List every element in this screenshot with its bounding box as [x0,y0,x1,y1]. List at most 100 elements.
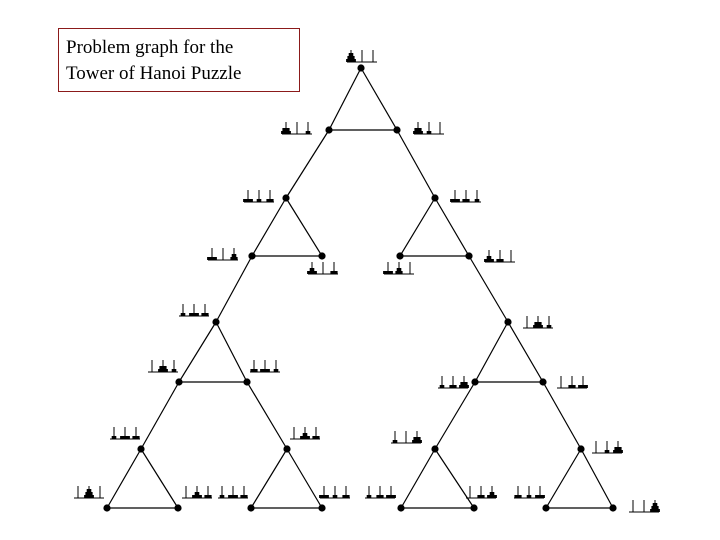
graph-node [577,445,585,453]
disk [330,271,338,274]
hanoi-state-icon [592,441,623,454]
graph-edge [106,448,142,509]
disk [460,382,468,385]
disk [514,495,522,498]
disk [396,268,402,271]
disk [346,59,356,62]
graph-node [542,504,550,512]
disk [484,259,494,262]
graph-node [504,318,512,326]
disk [366,495,372,498]
hanoi-state-icon [243,190,274,203]
graph-edge [542,381,582,450]
hanoi-state-icon [514,486,545,499]
disk [194,492,200,495]
graph-edge [250,448,288,509]
graph-nodes [103,64,617,512]
hanoi-state-icon [365,486,396,499]
graph-edge [215,255,253,323]
graph-node [431,194,439,202]
graph-node [325,126,333,134]
hanoi-state-icon [557,376,588,389]
disk [120,436,130,439]
graph-node [137,445,145,453]
hanoi-state-icon [484,250,515,263]
graph-edge [140,448,179,509]
graph-node [318,504,326,512]
graph-node [609,504,617,512]
disk [462,199,470,202]
hanoi-state-icon [438,376,469,389]
hanoi-state-icon [179,304,209,317]
disk [132,436,140,439]
disk [192,495,202,498]
disk [319,495,329,498]
disk [348,53,354,56]
hanoi-state-icon [218,486,248,499]
disk [392,440,398,443]
graph-edges [106,67,614,509]
graph-node [471,378,479,386]
disk [230,257,238,260]
graph-edge [468,255,509,323]
graph-edge [215,321,248,383]
hanoi-state-icon [523,316,553,329]
graph-node [357,64,365,72]
disk [307,271,317,274]
hanoi-state-icon [148,360,178,373]
graph-edge [507,321,544,383]
disk [613,450,623,453]
graph-edge [285,129,330,199]
disk [413,131,423,134]
hanoi-state-icon [110,427,140,440]
hanoi-state-icon [413,122,444,135]
title-box: Problem graph for the Tower of Hanoi Puz… [58,28,300,92]
graph-edge [178,321,217,383]
graph-node [397,504,405,512]
disk [487,495,497,498]
disk [228,495,238,498]
disk [281,131,291,134]
disk [240,495,248,498]
disk [568,385,576,388]
disk [652,503,658,506]
hanoi-state-icon [346,50,377,63]
graph-node [243,378,251,386]
graph-node [175,378,183,386]
disk [414,128,422,131]
disk [535,495,545,498]
disk [386,495,396,498]
hanoi-state-icon [629,500,660,513]
graph-node [465,252,473,260]
disk [84,495,94,498]
graph-edge [434,197,470,257]
disk [305,131,311,134]
hanoi-state-icon [466,486,497,499]
hanoi-state-icon [307,262,338,275]
hanoi-state-icon [290,427,320,440]
hanoi-state-icon [391,431,422,444]
disk [266,199,274,202]
disk [250,369,258,372]
graph-node [247,504,255,512]
hanoi-state-icon [207,248,238,261]
hanoi-state-icon [250,360,280,373]
disk [534,322,542,325]
hanoi-state-icon [74,486,104,499]
graph-edge [545,448,582,509]
disk [159,366,167,369]
graph-node [174,504,182,512]
disk [412,440,422,443]
graph-edge [251,197,287,257]
disk [342,495,350,498]
graph-edge [474,321,509,383]
disk [171,369,177,372]
disk [201,313,209,316]
disk [332,495,338,498]
disk [614,447,622,450]
graph-edge [286,448,323,509]
disk [486,256,492,259]
graph-edge [246,381,288,450]
graph-node [248,252,256,260]
